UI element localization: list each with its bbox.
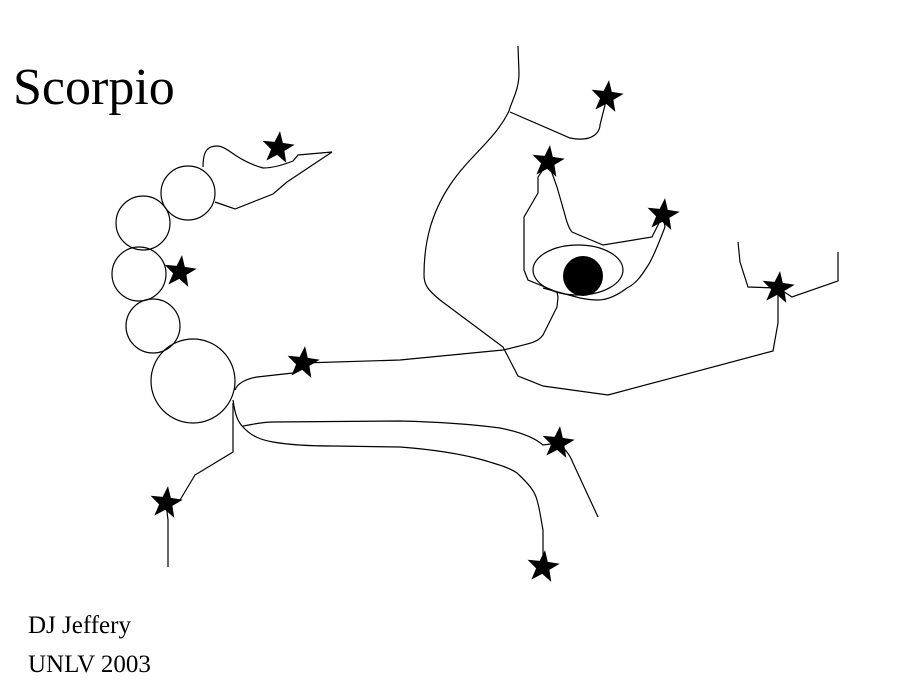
- tail-segment: [160, 165, 216, 221]
- star-icon: [532, 145, 565, 177]
- body-lower-curve: [232, 399, 544, 567]
- eye-brow: [542, 161, 666, 301]
- institution-credit: UNLV 2003: [28, 651, 151, 678]
- star-icon: [647, 198, 680, 230]
- star-icon: [542, 426, 575, 458]
- stinger-outline: [202, 145, 333, 210]
- author-credit: DJ Jeffery: [28, 612, 131, 639]
- tail-segment: [125, 298, 181, 354]
- star-icon: [262, 131, 295, 163]
- tail-base-segment: [150, 338, 236, 424]
- right-claw: [737, 241, 839, 298]
- star-icon: [150, 486, 183, 518]
- tail-segment: [115, 195, 171, 251]
- star-icon: [527, 550, 560, 582]
- head-outline: [423, 45, 779, 396]
- stars-group: [150, 80, 795, 582]
- left-leg: [165, 403, 234, 567]
- page-title: Scorpio: [13, 59, 175, 116]
- upper-antenna: [509, 96, 608, 140]
- eye-loop: [234, 161, 559, 391]
- body-upper-curve: [242, 420, 599, 518]
- star-icon: [164, 255, 197, 287]
- eye-pupil: [563, 256, 603, 296]
- star-icon: [287, 346, 320, 378]
- tail-segment: [111, 246, 167, 302]
- star-icon: [591, 80, 624, 112]
- star-icon: [762, 271, 795, 303]
